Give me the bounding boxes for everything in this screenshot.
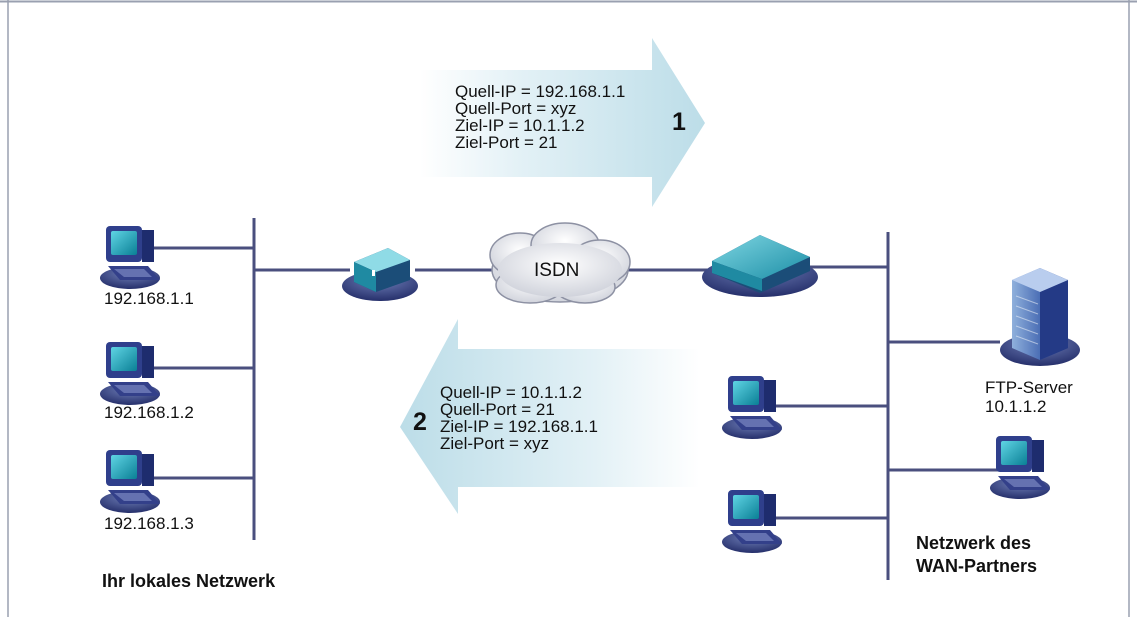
arrow-1-line-1: Quell-IP = 192.168.1.1 [455,82,626,101]
isdn-label: ISDN [534,260,580,281]
wan-router-icon [702,235,818,297]
local-pc-icon-1 [100,226,160,289]
local-network-title: Ihr lokales Netzwerk [102,571,276,591]
arrow-return [400,319,700,514]
local-host-ip-1: 192.168.1.1 [104,289,194,308]
local-host-ip-2: 192.168.1.2 [104,403,194,422]
arrow-outbound [420,38,705,207]
arrow-1-text: Quell-IP = 192.168.1.1 Quell-Port = xyz … [455,83,625,151]
arrow-1-line-2: Quell-Port = xyz [455,99,577,118]
arrow-1-line-4: Ziel-Port = 21 [455,133,558,152]
wan-network-title: Netzwerk des WAN-Partners [916,532,1037,578]
local-host-ip-3: 192.168.1.3 [104,514,194,533]
wan-network-title-line-2: WAN-Partners [916,556,1038,576]
wan-pc-icon-2 [722,490,782,553]
wan-pc-icon-3 [990,436,1050,499]
arrow-2-line-4: Ziel-Port = xyz [440,434,550,453]
wan-pc-icon-1 [722,376,782,439]
wan-lan-bus [770,232,1000,580]
ftp-server-name: FTP-Server [985,378,1073,397]
ftp-server-icon [1000,268,1080,366]
arrow-1-line-3: Ziel-IP = 10.1.1.2 [455,116,585,135]
ftp-server-ip: 10.1.1.2 [985,397,1047,416]
arrow-2-line-3: Ziel-IP = 192.168.1.1 [440,417,598,436]
arrow-2-text: Quell-IP = 10.1.1.2 Quell-Port = 21 Ziel… [440,384,598,452]
local-pc-icon-3 [100,450,160,513]
wan-network-title-line-1: Netzwerk des [916,533,1032,553]
local-router-icon [342,248,418,301]
arrow-2-number: 2 [413,408,427,436]
arrow-1-number: 1 [672,108,686,136]
local-lan-bus [150,218,350,540]
arrow-2-line-2: Quell-Port = 21 [440,400,555,419]
arrow-2-line-1: Quell-IP = 10.1.1.2 [440,383,582,402]
local-pc-icon-2 [100,342,160,405]
